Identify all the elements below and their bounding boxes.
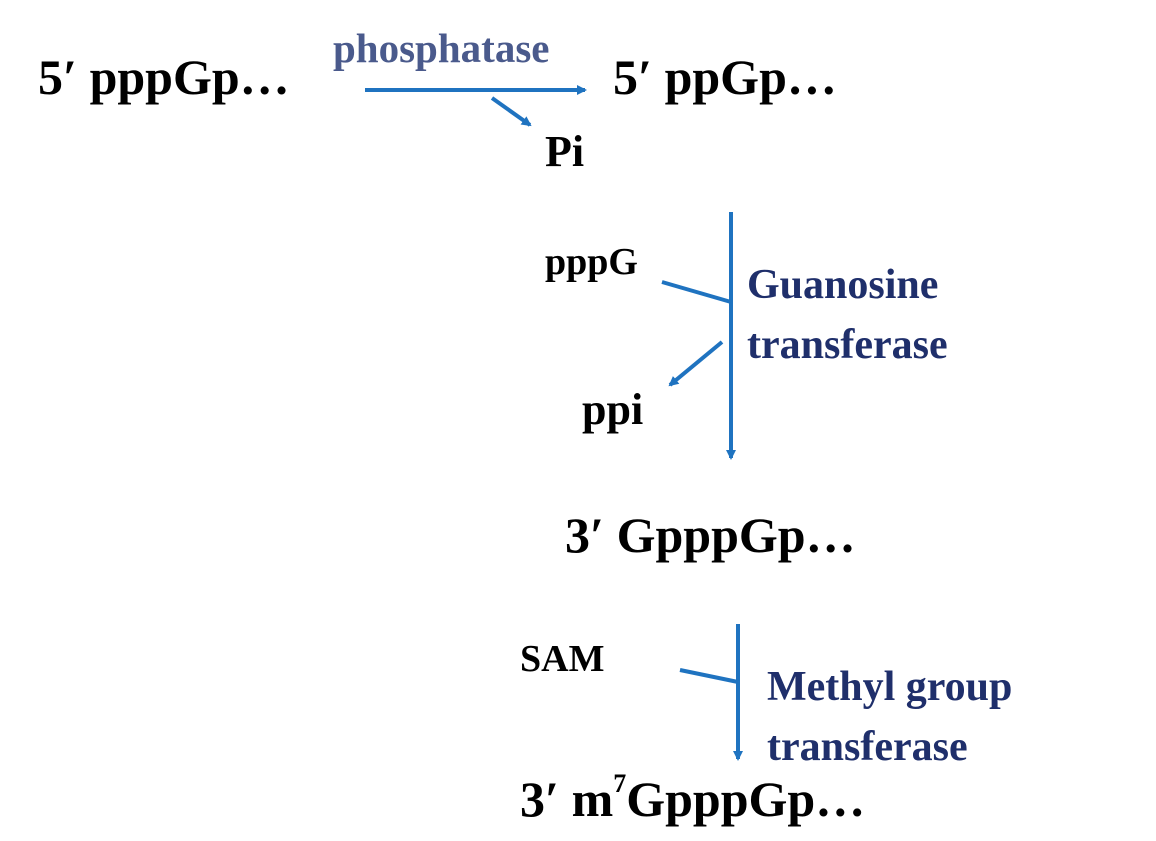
sam-input-line	[679, 668, 739, 684]
pi-release-arrow	[490, 96, 532, 127]
sam-label: SAM	[520, 638, 605, 680]
methylated-cap-suffix: GpppGp…	[626, 771, 866, 827]
methyl-transferase-line2: transferase	[767, 724, 968, 770]
phosphatase-label: phosphatase	[333, 25, 550, 71]
pppg-label: pppG	[545, 241, 638, 283]
methylated-cap-label: 3′ m7GpppGp…	[520, 771, 866, 827]
pppg-input-line	[661, 280, 732, 304]
guanosine-transferase-line1: Guanosine	[747, 262, 939, 308]
ppi-label: ppi	[582, 385, 644, 434]
diphosphate-rna-label: 5′ ppGp…	[613, 49, 837, 105]
capped-rna-label: 3′ GpppGp…	[565, 507, 856, 563]
start-substrate-label: 5′ pppGp…	[38, 49, 290, 105]
pi-label: Pi	[545, 127, 585, 176]
guanosine-transferase-line2: transferase	[747, 322, 948, 368]
methylated-cap-prefix: 3′ m	[520, 771, 614, 827]
ppi-release-arrow	[668, 340, 724, 387]
methyl-transferase-line1: Methyl group	[767, 664, 1013, 710]
methylated-cap-superscript: 7	[613, 769, 627, 798]
